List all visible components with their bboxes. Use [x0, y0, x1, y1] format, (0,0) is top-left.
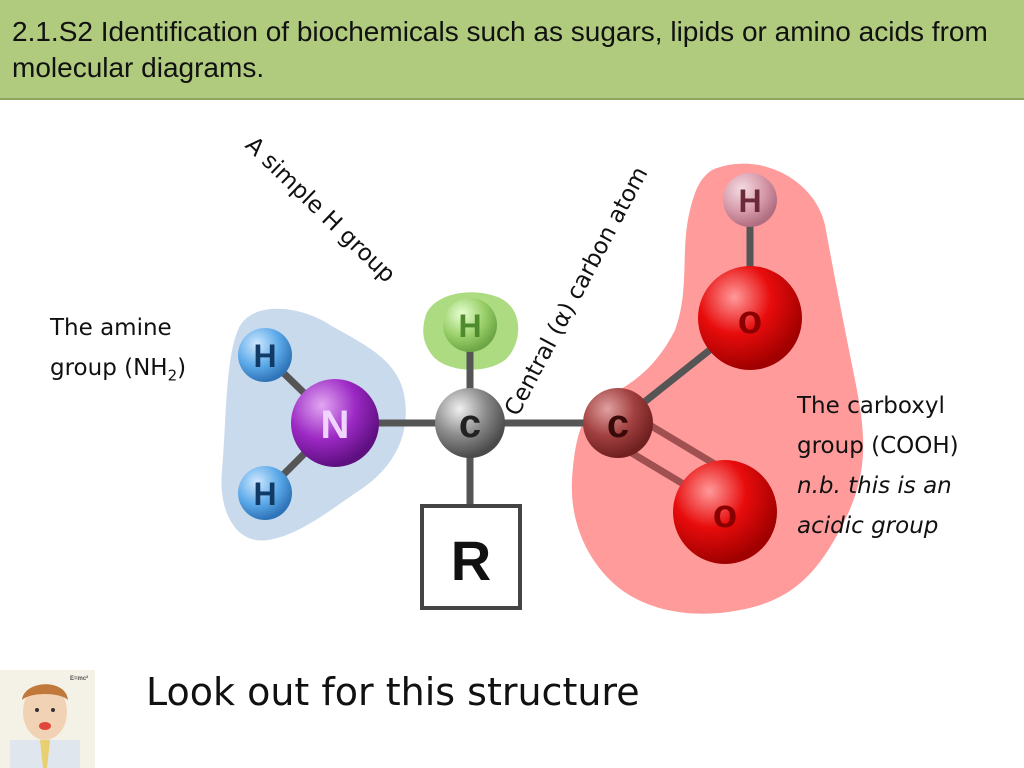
hydrogen-atom-amine-bottom: H [238, 466, 292, 520]
atom-label-h-hydroxyl: H [738, 183, 761, 219]
carboxyl-note-line2: acidic group [797, 513, 939, 539]
atom-label-nitrogen: N [321, 403, 350, 447]
scientist-portrait-image: E=mc² [0, 670, 95, 768]
atom-label-carboxyl-carbon: c [607, 402, 629, 446]
alpha-carbon-atom: c [435, 388, 505, 458]
carboxyl-group-label: The carboxyl group (COOH) n.b. this is a… [797, 386, 959, 546]
atom-label-h-amine-bottom: H [253, 476, 276, 512]
atom-label-alpha-carbon: c [459, 402, 481, 446]
hydrogen-atom-amine-top: H [238, 328, 292, 382]
amine-group-label: The amine group (NH2) [50, 308, 186, 396]
atom-label-h-amine-top: H [253, 338, 276, 374]
oxygen-atom-bottom: o [673, 460, 777, 564]
svg-text:E=mc²: E=mc² [70, 675, 88, 682]
carboxyl-region-highlight [571, 163, 864, 614]
hydroxyl-hydrogen-atom: H [723, 173, 777, 227]
carboxyl-note-line1: n.b. this is an [797, 473, 952, 499]
amine-label-line1: The amine [50, 315, 172, 341]
carboxyl-label-line1: The carboxyl [797, 393, 945, 419]
carboxyl-carbon-atom: c [583, 388, 653, 458]
atom-label-oxygen-bottom: o [713, 492, 737, 536]
atom-label-oxygen-top: o [738, 298, 762, 342]
slide-header: 2.1.S2 Identification of biochemicals su… [0, 0, 1024, 100]
slide-title: 2.1.S2 Identification of biochemicals su… [12, 16, 988, 83]
r-group-label: R [451, 529, 491, 592]
oxygen-atom-top: o [698, 266, 802, 370]
amine-subscript: 2 [167, 366, 178, 385]
amine-label-line2: group (NH2) [50, 355, 187, 385]
hydrogen-atom-top-alpha: H [443, 298, 497, 352]
carboxyl-label-line2: group (COOH) [797, 433, 959, 459]
atom-label-h-top: H [458, 308, 481, 344]
r-group-box: R [420, 504, 522, 610]
footer-statement: Look out for this structure [146, 670, 640, 714]
nitrogen-atom: N [291, 379, 379, 467]
